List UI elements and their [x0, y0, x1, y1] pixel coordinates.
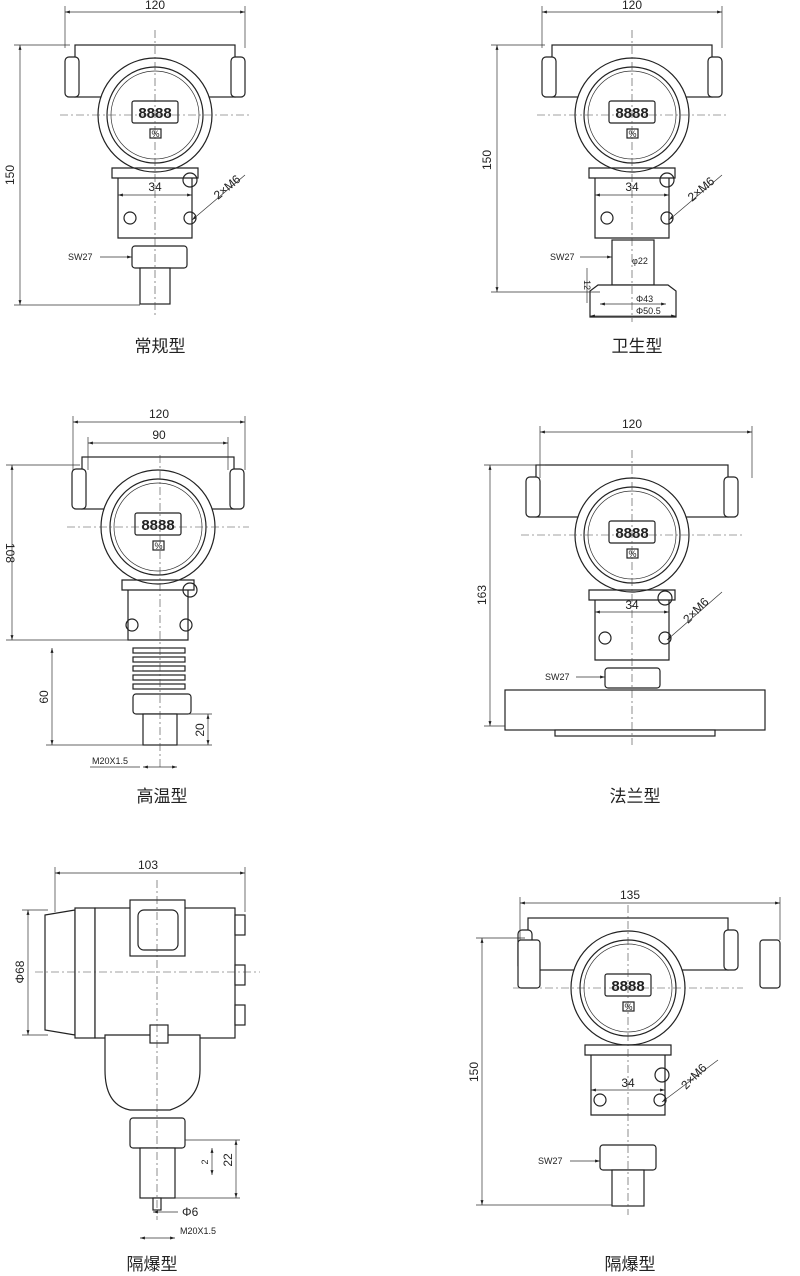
dim-neck: 34: [625, 598, 639, 612]
cable-gland-left: [64, 56, 80, 98]
dim-width: 120: [622, 417, 642, 431]
dim-height: 150: [3, 165, 17, 185]
caption: 隔爆型: [605, 1255, 656, 1275]
panel-explosion-proof: 8888% 135 150 34 2×M6 SW27 隔爆型: [467, 888, 781, 1275]
dia-inner: Φ43: [636, 294, 653, 304]
dim-bolt: 2×M6: [211, 172, 243, 202]
caption: 卫生型: [612, 337, 663, 357]
unit-badge: [626, 548, 639, 559]
unit-badge-label: %: [628, 129, 636, 139]
panel-explosion-proof-side: 103 Φ68 2 22 Φ6 M20X1.5 隔爆型: [13, 858, 260, 1275]
panel-standard: 8888% 120 150 34 2×M6 SW27 常规型: [3, 0, 250, 357]
unit-badge-label: %: [154, 541, 162, 551]
dim-height: 150: [467, 1062, 481, 1082]
dim-pin: Φ6: [182, 1205, 199, 1219]
unit-badge: [626, 128, 639, 139]
transmitter-head: 8888%: [67, 456, 249, 585]
dim-thread-length: 20: [193, 723, 207, 737]
unit-badge: [152, 540, 165, 551]
panel-sanitary: 8888% 120 150 34 2×M6 SW27 φ22 12 Φ43 Φ5…: [480, 0, 727, 357]
cable-gland-right: [723, 929, 739, 971]
dim-inner-width: 90: [152, 428, 166, 442]
dim-bolt: 2×M6: [685, 174, 717, 204]
dim-bolt: 2×M6: [680, 595, 712, 627]
cable-gland-right: [723, 476, 739, 518]
dim-width: 120: [145, 0, 165, 12]
cable-gland-left: [541, 56, 557, 98]
cable-gland-left: [71, 468, 87, 510]
dim-neck: 34: [148, 180, 162, 194]
cable-gland-right: [230, 56, 246, 98]
dia-outer: Φ50.5: [636, 306, 661, 316]
clamp-height: 12: [582, 280, 592, 290]
unit-badge-label: %: [624, 1002, 632, 1012]
dim-width: 120: [622, 0, 642, 12]
unit-badge: [622, 1001, 635, 1012]
wrench-size: SW27: [550, 252, 575, 262]
dim-d2: 22: [221, 1153, 235, 1167]
cable-gland-right: [229, 468, 245, 510]
dim-diameter: Φ68: [13, 960, 27, 983]
unit-badge-label: %: [151, 129, 159, 139]
caption: 高温型: [137, 787, 188, 807]
cable-gland-right: [707, 56, 723, 98]
caption: 常规型: [135, 337, 186, 357]
dim-height: 108: [3, 543, 17, 563]
dim-d1: 2: [200, 1159, 210, 1164]
unit-badge: [149, 128, 162, 139]
lcd-display: [134, 512, 182, 536]
dim-fin-height: 60: [37, 690, 51, 704]
wrench-size: SW27: [545, 672, 570, 682]
lower-body: [111, 30, 199, 315]
cable-gland-left: [525, 476, 541, 518]
wrench-size: SW27: [68, 252, 93, 262]
dim-neck: 34: [625, 180, 639, 194]
dim-neck: 34: [621, 1076, 635, 1090]
pipe-diameter: φ22: [632, 256, 648, 266]
cooling-fins: [132, 647, 186, 690]
dim-bolt: 2×M6: [678, 1061, 710, 1093]
dim-width: 120: [149, 407, 169, 421]
panel-high-temp: 8888% 120 90 108 60 20 M20X1.5 高温型: [3, 407, 249, 807]
thread-spec: M20X1.5: [92, 756, 128, 766]
panel-flange: 8888% 120 163 34 2×M6 SW27 法兰型: [475, 417, 766, 807]
lcd-readout: 8888: [141, 517, 174, 534]
dim-height: 150: [480, 150, 494, 170]
dim-width: 103: [138, 858, 158, 872]
thread-spec: M20X1.5: [180, 1226, 216, 1236]
caption: 法兰型: [610, 787, 661, 807]
unit-badge-label: %: [628, 549, 636, 559]
dim-width: 135: [620, 888, 640, 902]
dim-height: 163: [475, 585, 489, 605]
caption: 隔爆型: [127, 1255, 178, 1275]
wrench-size: SW27: [538, 1156, 563, 1166]
